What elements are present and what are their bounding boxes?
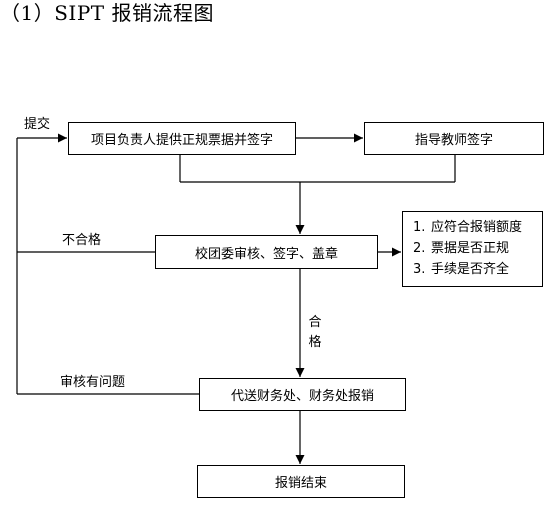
- criteria-list: 1.应符合报销额度 2.票据是否正规 3.手续是否齐全: [402, 211, 543, 287]
- label-problem: 审核有问题: [60, 375, 126, 390]
- node-advisor-sign: 指导教师签字: [364, 122, 544, 155]
- node-committee-review: 校团委审核、签字、盖章: [155, 235, 378, 269]
- label-pass-char: 合: [308, 315, 322, 330]
- label-submit: 提交: [24, 117, 51, 132]
- label-pass: 合 格: [307, 313, 323, 353]
- criteria-item: 2.票据是否正规: [413, 241, 510, 256]
- label-fail: 不合格: [62, 233, 102, 248]
- criteria-item: 1.应符合报销额度: [413, 220, 523, 235]
- criteria-item: 3.手续是否齐全: [413, 262, 510, 277]
- node-project-lead-submit: 项目负责人提供正规票据并签字: [68, 122, 296, 155]
- node-finance-submit: 代送财务处、财务处报销: [199, 378, 406, 411]
- diagram-title: （1）SIPT 报销流程图: [0, 1, 214, 25]
- node-end: 报销结束: [197, 465, 405, 498]
- label-pass-char: 格: [308, 335, 322, 350]
